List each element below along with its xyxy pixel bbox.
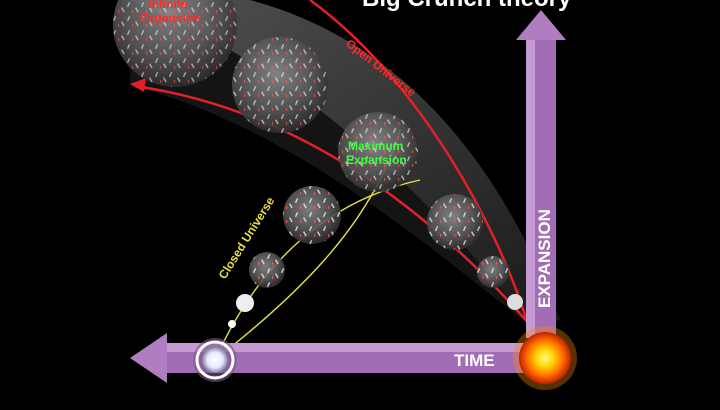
big-crunch <box>193 338 237 382</box>
glowing-explosion-icon <box>519 332 571 384</box>
open-universe-curve <box>309 0 530 326</box>
maximum-expansion-label-1: Maximum <box>348 139 403 153</box>
title: Big Crunch theory <box>362 0 572 12</box>
infinite-expansion-arrowhead <box>130 78 146 92</box>
sphere-closed-dot <box>236 294 254 312</box>
infinite-expansion-label-2: Expansion <box>140 11 201 25</box>
universe-spheres <box>113 0 523 328</box>
sphere-closed-tiny <box>228 320 236 328</box>
expansion-axis-label: EXPANSION <box>535 209 554 308</box>
lower-expansion-region <box>130 0 530 325</box>
maximum-expansion-label-2: Expansion <box>346 153 407 167</box>
time-axis-label: TIME <box>454 351 495 370</box>
sphere-right-tiny <box>507 294 523 310</box>
white-glow-point-icon <box>202 347 228 373</box>
big-bang <box>513 326 577 390</box>
expansion-axis: EXPANSION <box>516 10 566 338</box>
infinite-expansion-label-1: Infinite <box>148 0 188 11</box>
